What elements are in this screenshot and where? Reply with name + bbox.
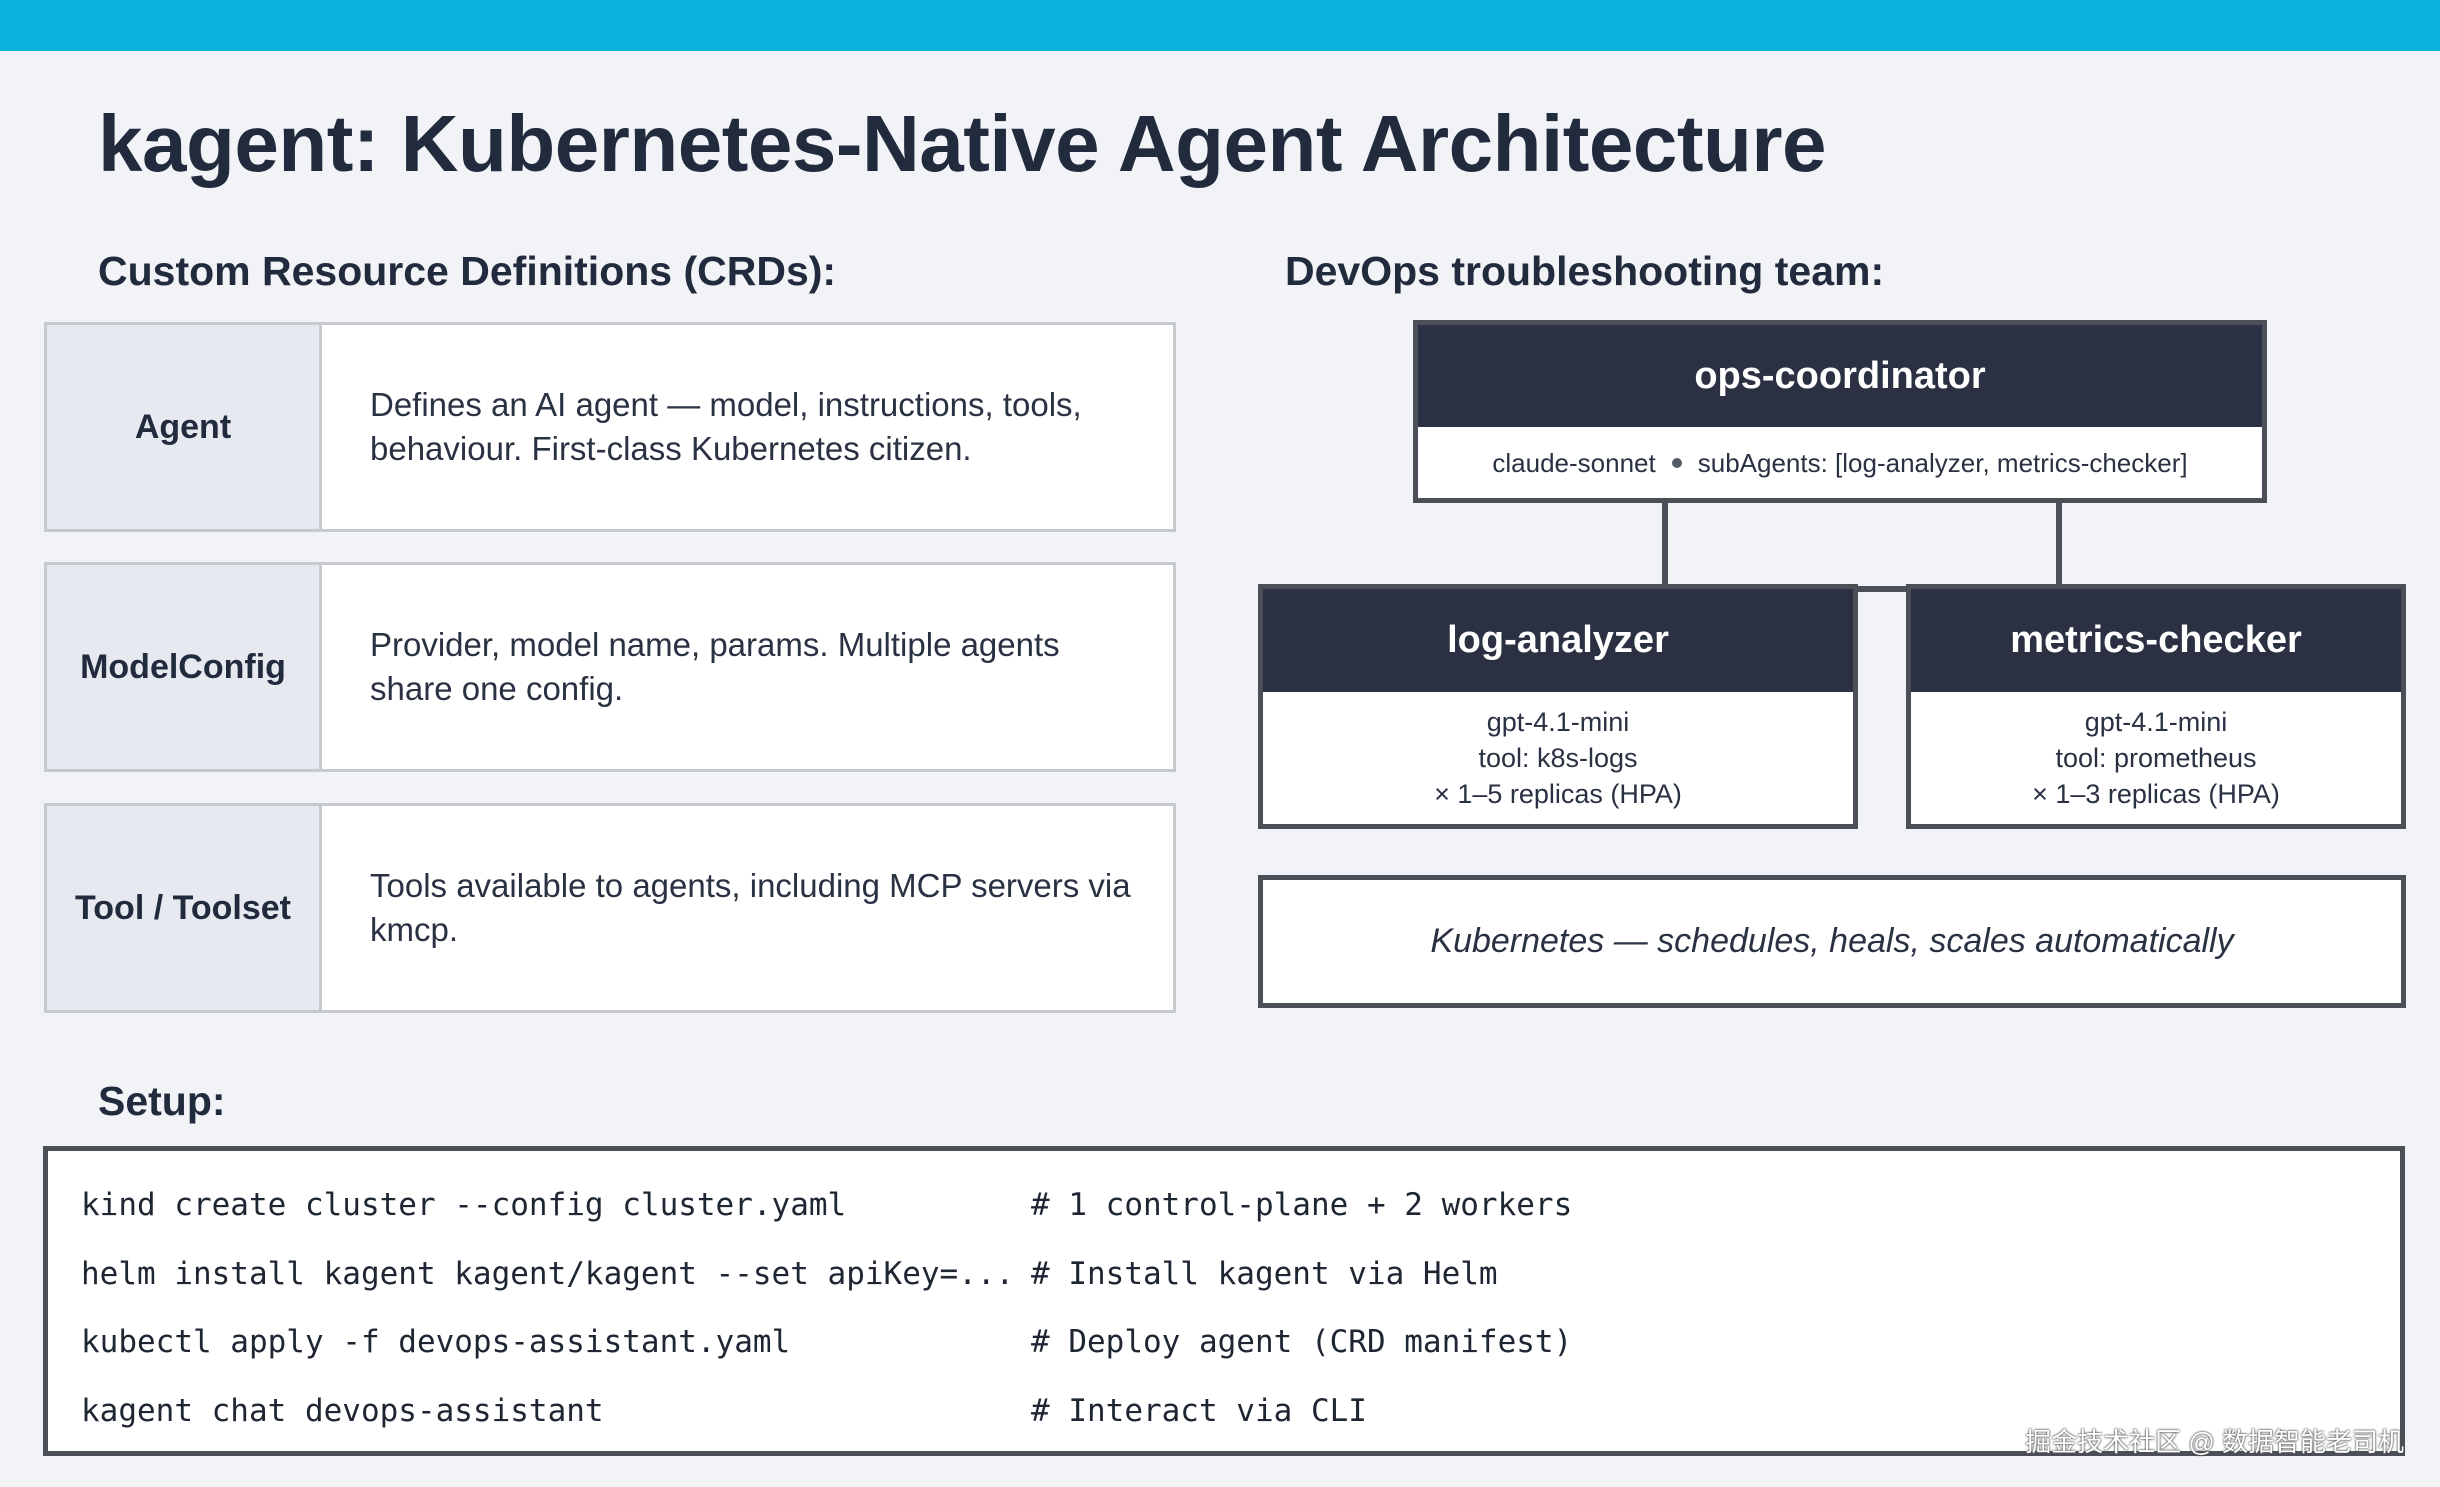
connector-line xyxy=(1662,500,1668,588)
coordinator-subagents: subAgents: [log-analyzer, metrics-checke… xyxy=(1697,447,2188,478)
code-line: kind create cluster --config cluster.yam… xyxy=(81,1171,2400,1240)
code-comment: # Interact via CLI xyxy=(1031,1392,1367,1429)
code-command: helm install kagent kagent/kagent --set … xyxy=(81,1255,1015,1292)
connector-line xyxy=(2056,500,2062,588)
code-command: kagent chat devops-assistant xyxy=(81,1392,604,1429)
metrics-checker-node: metrics-checker gpt-4.1-mini tool: prome… xyxy=(1906,584,2406,829)
crd-row-tool-toolset: Tool / Toolset Tools available to agents… xyxy=(44,803,1176,1013)
code-line: helm install kagent kagent/kagent --set … xyxy=(81,1240,2400,1309)
crd-heading: Custom Resource Definitions (CRDs): xyxy=(98,248,837,294)
page-title: kagent: Kubernetes-Native Agent Architec… xyxy=(98,99,1827,188)
code-comment: # 1 control-plane + 2 workers xyxy=(1031,1187,1573,1224)
coordinator-model: claude-sonnet xyxy=(1492,447,1656,478)
top-accent-bar xyxy=(0,0,2440,51)
agent-model: gpt-4.1-mini xyxy=(1486,707,1630,737)
agent-tool: tool: k8s-logs xyxy=(1478,743,1638,773)
agent-details: gpt-4.1-mini tool: k8s-logs × 1–5 replic… xyxy=(1263,692,1853,824)
agent-model: gpt-4.1-mini xyxy=(2084,707,2228,737)
setup-heading: Setup: xyxy=(98,1078,226,1124)
connector-line xyxy=(1855,586,1909,592)
code-line: kagent chat devops-assistant # Interact … xyxy=(81,1377,2400,1446)
agent-tool: tool: prometheus xyxy=(2055,743,2257,773)
coordinator-node: ops-coordinator claude-sonnet subAgents:… xyxy=(1413,320,2267,503)
separator-dot xyxy=(1671,457,1682,468)
coordinator-details: claude-sonnet subAgents: [log-analyzer, … xyxy=(1418,427,2262,498)
agent-details: gpt-4.1-mini tool: prometheus × 1–3 repl… xyxy=(1911,692,2401,824)
crd-name: ModelConfig xyxy=(47,565,322,769)
coordinator-name: ops-coordinator xyxy=(1418,325,2262,427)
code-command: kubectl apply -f devops-assistant.yaml xyxy=(81,1324,791,1361)
crd-description: Defines an AI agent — model, instruction… xyxy=(370,386,1082,467)
crd-row-agent: Agent Defines an AI agent — model, instr… xyxy=(44,322,1176,532)
team-heading: DevOps troubleshooting team: xyxy=(1285,248,1885,294)
crd-description: Tools available to agents, including MCP… xyxy=(370,867,1131,948)
agent-replicas: × 1–5 replicas (HPA) xyxy=(1434,779,1682,809)
crd-name: Tool / Toolset xyxy=(47,806,322,1010)
log-analyzer-node: log-analyzer gpt-4.1-mini tool: k8s-logs… xyxy=(1258,584,1858,829)
crd-name: Agent xyxy=(47,325,322,529)
setup-code-block: kind create cluster --config cluster.yam… xyxy=(43,1146,2405,1456)
code-command: kind create cluster --config cluster.yam… xyxy=(81,1187,847,1224)
code-comment: # Install kagent via Helm xyxy=(1031,1255,1498,1292)
watermark: 掘金技术社区 @ 数据智能老司机 xyxy=(2025,1427,2404,1457)
kubernetes-platform-box: Kubernetes — schedules, heals, scales au… xyxy=(1258,875,2406,1008)
crd-description: Provider, model name, params. Multiple a… xyxy=(370,626,1060,707)
code-line: kubectl apply -f devops-assistant.yaml #… xyxy=(81,1308,2400,1377)
agent-replicas: × 1–3 replicas (HPA) xyxy=(2032,779,2280,809)
agent-name: log-analyzer xyxy=(1263,589,1853,692)
agent-name: metrics-checker xyxy=(1911,589,2401,692)
crd-row-modelconfig: ModelConfig Provider, model name, params… xyxy=(44,562,1176,772)
code-comment: # Deploy agent (CRD manifest) xyxy=(1031,1324,1573,1361)
